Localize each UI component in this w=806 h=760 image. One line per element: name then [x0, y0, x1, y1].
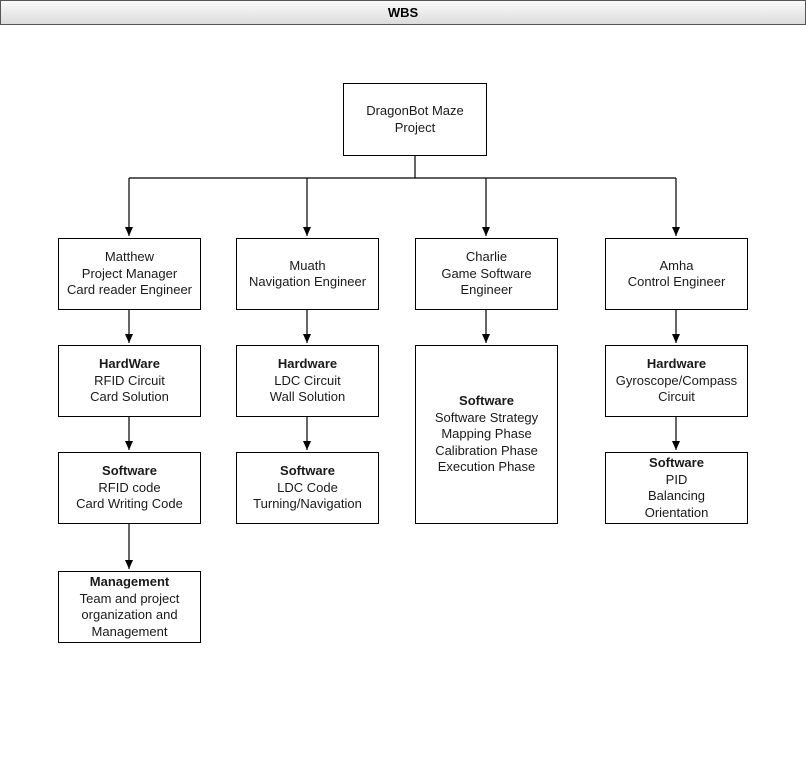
task-item: Software Strategy [434, 409, 539, 425]
task-item: Balancing [647, 488, 706, 503]
node-lead-charlie[interactable]: Charlie Game Software Engineer [415, 238, 558, 310]
task-heading: Software [280, 463, 335, 479]
task-item: RFID code [98, 479, 161, 495]
lead-role: Control Engineer [627, 274, 726, 289]
task-item: RFID Circuit [94, 372, 165, 388]
lead-role: Navigation Engineer [248, 274, 367, 289]
task-item: PID [665, 471, 688, 487]
task-item: LDC Code [277, 479, 338, 495]
window-title-bar[interactable]: WBS [0, 0, 806, 25]
node-lead-amha[interactable]: Amha Control Engineer [605, 238, 748, 310]
node-root-project[interactable]: DragonBot Maze Project [343, 83, 487, 156]
task-item: Execution Phase [437, 459, 536, 475]
task-item: Mapping Phase [441, 426, 532, 442]
task-item: organization and [81, 607, 178, 622]
task-item: Team and project [79, 590, 180, 606]
task-item: Wall Solution [269, 389, 346, 405]
node-lead-matthew[interactable]: Matthew Project Manager Card reader Engi… [58, 238, 201, 310]
task-item: Circuit [658, 389, 695, 405]
lead-name: Muath [289, 257, 326, 273]
task-heading: Software [102, 463, 157, 479]
task-item: LDC Circuit [274, 372, 341, 388]
task-heading: Hardware [277, 356, 338, 372]
lead-role: Engineer [460, 282, 513, 298]
task-heading: Hardware [646, 356, 707, 372]
node-root-line-2: Project [394, 119, 436, 135]
task-item: Gyroscope/Compass [615, 372, 738, 388]
task-item: Management [91, 623, 168, 639]
node-task-matthew-software[interactable]: Software RFID code Card Writing Code [58, 452, 201, 524]
task-heading: HardWare [99, 356, 160, 372]
lead-name: Matthew [104, 249, 155, 265]
task-item: Card Solution [90, 389, 169, 405]
node-lead-muath[interactable]: Muath Navigation Engineer [236, 238, 379, 310]
node-task-muath-software[interactable]: Software LDC Code Turning/Navigation [236, 452, 379, 524]
window-title: WBS [387, 5, 419, 20]
node-root-line-1: DragonBot Maze [366, 103, 464, 118]
task-heading: Software [459, 393, 514, 409]
node-task-matthew-hardware[interactable]: HardWare RFID Circuit Card Solution [58, 345, 201, 417]
task-item: Turning/Navigation [253, 496, 362, 512]
task-item: Calibration Phase [435, 442, 538, 458]
task-item: Card Writing Code [76, 496, 183, 512]
lead-name: Charlie [465, 249, 508, 265]
lead-role: Project Manager [81, 265, 178, 281]
task-heading: Management [89, 574, 170, 589]
node-task-matthew-management[interactable]: Management Team and project organization… [58, 571, 201, 643]
node-task-muath-hardware[interactable]: Hardware LDC Circuit Wall Solution [236, 345, 379, 417]
lead-role: Card reader Engineer [66, 282, 193, 298]
node-task-amha-software[interactable]: Software PID Balancing Orientation [605, 452, 748, 524]
task-heading: Software [649, 455, 704, 470]
lead-role: Game Software [441, 265, 532, 281]
task-item: Orientation [644, 504, 709, 520]
lead-name: Amha [659, 257, 694, 273]
node-task-charlie-software[interactable]: Software Software Strategy Mapping Phase… [415, 345, 558, 524]
node-task-amha-hardware[interactable]: Hardware Gyroscope/Compass Circuit [605, 345, 748, 417]
